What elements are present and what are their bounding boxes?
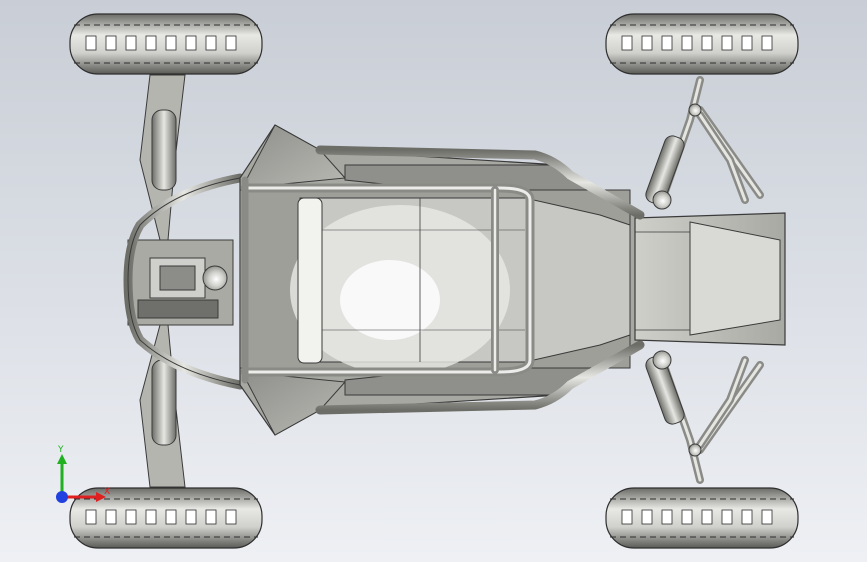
coordinate-triad: Y X bbox=[56, 445, 110, 503]
front-nose[interactable] bbox=[634, 212, 786, 346]
rear-left-trailing-arm[interactable] bbox=[139, 74, 186, 241]
y-axis-label: Y bbox=[57, 445, 64, 455]
wheel-rear-left[interactable] bbox=[69, 13, 263, 75]
x-axis-label: X bbox=[104, 487, 110, 497]
wheel-rear-right[interactable] bbox=[69, 487, 263, 549]
wheel-front-right[interactable] bbox=[605, 487, 799, 549]
front-shocks[interactable] bbox=[644, 103, 702, 457]
engine-block[interactable] bbox=[127, 239, 234, 326]
z-axis-dot bbox=[56, 491, 68, 503]
wheel-front-left[interactable] bbox=[605, 13, 799, 75]
cockpit-floor[interactable] bbox=[239, 189, 631, 375]
roll-cage[interactable] bbox=[240, 145, 645, 415]
